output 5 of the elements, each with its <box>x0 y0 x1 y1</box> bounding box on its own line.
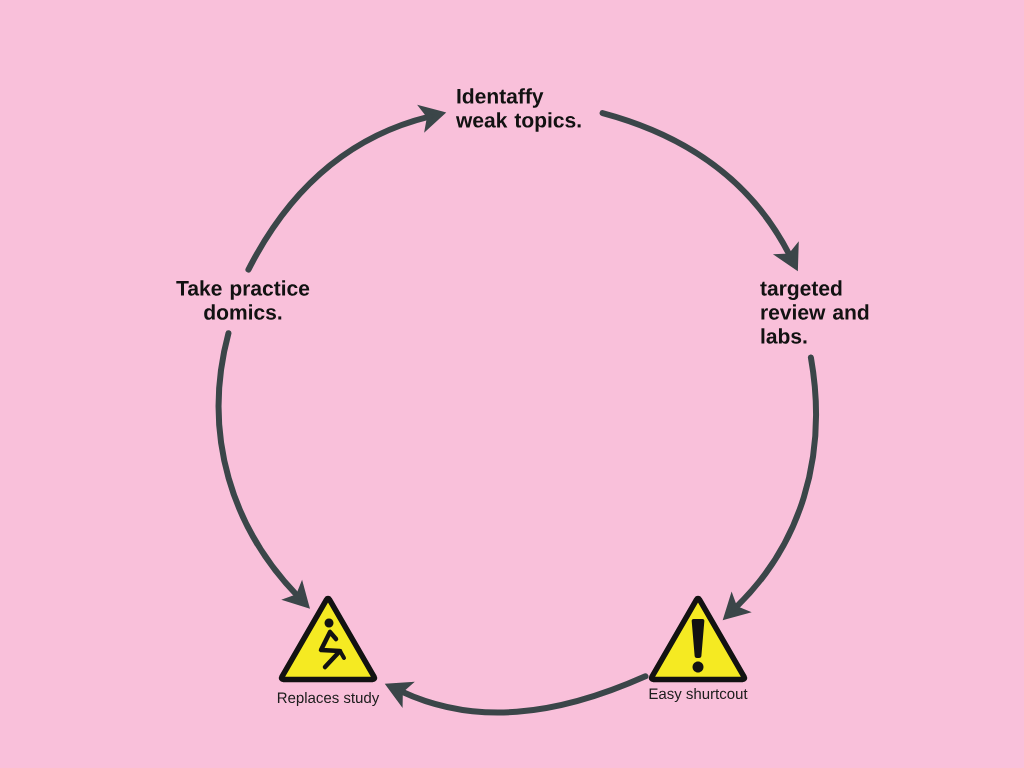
sign-caption: Replaces study <box>277 692 380 706</box>
step-label: targeted review and labs. <box>760 280 869 344</box>
sign-caption: Easy shurtcout <box>649 688 748 702</box>
step-label: Identaffy weak topics. <box>455 88 581 132</box>
step-label: Take practice domics. <box>176 280 310 320</box>
